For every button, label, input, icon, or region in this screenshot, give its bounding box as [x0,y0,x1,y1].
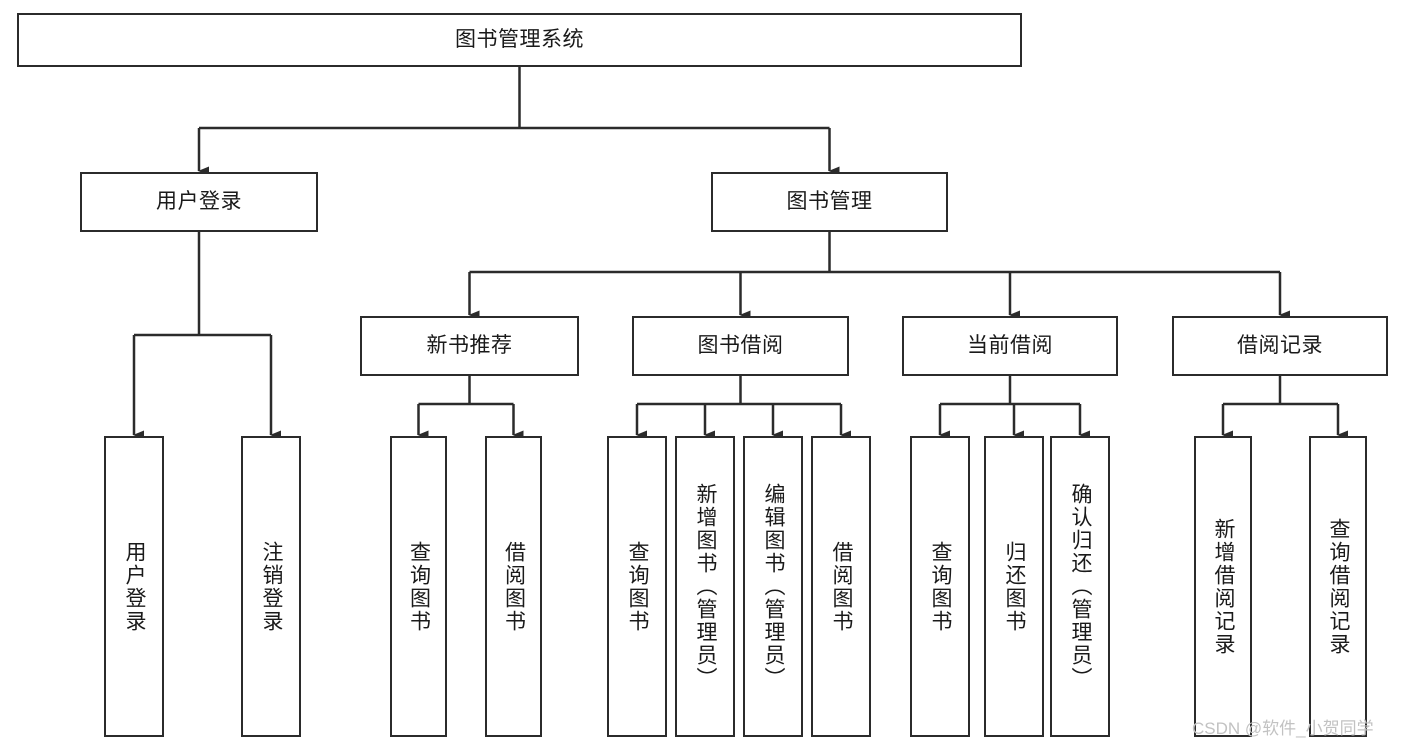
node-leaf-r-add: 新增借阅记录 [1194,436,1252,737]
node-leaf-b-add: 新增图书（管理员） [675,436,735,737]
node-label: 注销登录 [260,540,284,633]
node-label: 图书管理 [786,189,873,213]
watermark: CSDN @软件_小贺同学 [1192,719,1374,738]
node-login: 用户登录 [80,172,318,232]
node-root: 图书管理系统 [17,13,1022,67]
node-label: 图书管理系统 [455,27,584,51]
node-leaf-new-borrow: 借阅图书 [485,436,542,737]
node-leaf-r-query: 查询借阅记录 [1309,436,1367,737]
node-label: 查询图书 [407,540,431,633]
node-leaf-b-lend: 借阅图书 [811,436,871,737]
node-current: 当前借阅 [902,316,1118,376]
node-label: 查询借阅记录 [1327,517,1351,656]
node-leaf-c-confirm: 确认归还（管理员） [1050,436,1110,737]
node-label: 借阅图书 [502,540,526,633]
node-label: 归还图书 [1003,540,1027,633]
node-label: 新书推荐 [426,333,513,357]
node-label: 查询图书 [626,540,650,633]
node-label: 借阅图书 [830,540,854,633]
node-leaf-user-login: 用户登录 [104,436,164,737]
node-leaf-new-query: 查询图书 [390,436,447,737]
node-label: 新增图书（管理员） [694,483,718,690]
node-label: 用户登录 [123,540,147,633]
node-leaf-user-logout: 注销登录 [241,436,301,737]
node-label: 编辑图书（管理员） [762,483,786,690]
node-label: 用户登录 [156,189,242,213]
node-label: 借阅记录 [1237,333,1323,357]
node-borrow: 图书借阅 [632,316,849,376]
node-newbook: 新书推荐 [360,316,579,376]
node-label: 新增借阅记录 [1212,517,1236,656]
node-label: 图书借阅 [697,333,784,357]
node-leaf-c-return: 归还图书 [984,436,1044,737]
node-leaf-b-query: 查询图书 [607,436,667,737]
node-label: 查询图书 [929,540,953,633]
node-label: 确认归还（管理员） [1069,483,1093,690]
node-label: 当前借阅 [967,333,1053,357]
node-bookmgr: 图书管理 [711,172,948,232]
node-leaf-c-query: 查询图书 [910,436,970,737]
node-leaf-b-edit: 编辑图书（管理员） [743,436,803,737]
node-records: 借阅记录 [1172,316,1388,376]
edge-group [132,67,1348,440]
